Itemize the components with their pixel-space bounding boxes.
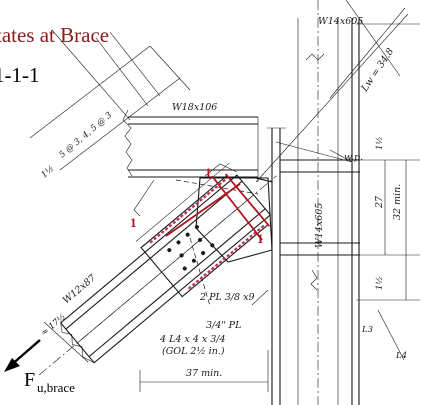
force-subscript: u,brace: [37, 380, 75, 395]
work-point-label: w.p.: [344, 152, 363, 163]
l4-label: L4: [395, 351, 407, 361]
dim-1half-top-label: 1½: [374, 136, 385, 150]
column-side-label: W14x605: [314, 203, 325, 248]
title: tates at Brace: [0, 23, 109, 47]
section-marker-right: 1: [257, 231, 264, 246]
column-member: [267, 0, 420, 405]
brace-label: W12x87: [61, 272, 99, 306]
section-marker-top: 1: [205, 165, 212, 180]
min-32-label: 32 min.: [392, 184, 403, 220]
dim-1half-bottom-label: 1½: [374, 276, 385, 290]
bolt-pattern: [167, 224, 215, 271]
angles-label-line1: 4 L4 x 4 x 3/4: [159, 334, 226, 345]
lw-dimension-label: Lw = 34.8: [359, 46, 396, 94]
beam-label: W18x106: [172, 102, 217, 113]
brace-member: [38, 162, 277, 376]
plate-note-label: 3/4" PL: [206, 320, 241, 331]
beam-member: [122, 109, 273, 183]
section-cut: [165, 175, 263, 241]
dimension-lines: [29, 0, 409, 392]
dim-1half-left-label: 1½: [39, 163, 57, 180]
subtitle: 1-1-1: [0, 63, 40, 87]
l3-label: L3: [361, 325, 373, 335]
gusset-plate-label: 2 PL 3/8 x9: [199, 292, 255, 303]
force-symbol: F: [24, 369, 35, 391]
section-marker-left: 1: [130, 215, 137, 230]
force-arrow: [4, 339, 41, 372]
dim-27-label: 27: [374, 195, 385, 209]
min-37-label: 37 min.: [186, 368, 222, 379]
bolt-spacing-label: 5 @ 3, 4, 5 @ 3: [58, 110, 115, 160]
column-centerline-label: W14x605: [318, 16, 363, 27]
angles-label-line2: (GOL 2½ in.): [162, 346, 225, 357]
approx-dim-label: ≈ 17½: [39, 311, 68, 338]
